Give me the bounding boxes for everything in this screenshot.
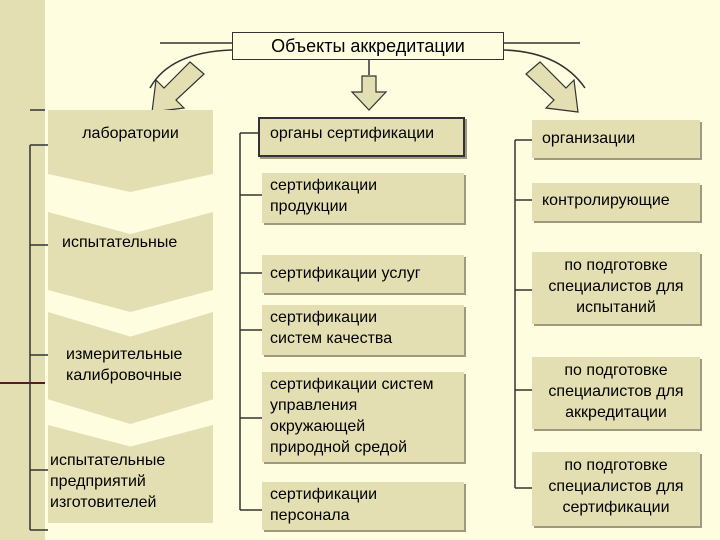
right-item: по подготовке специалистов для сертифика… <box>532 452 700 526</box>
middle-item: сертификации систем качества <box>262 305 464 355</box>
middle-item-line: систем качества <box>270 330 393 347</box>
middle-item: сертификации услуг <box>262 255 464 293</box>
middle-item-line: сертификации <box>270 309 378 326</box>
right-item-line: специалистов для <box>548 478 684 495</box>
left-decorative-bar <box>0 0 45 540</box>
right-header: организации <box>532 120 700 158</box>
right-item-line: испытаний <box>576 299 656 316</box>
arrow-down-icon <box>350 75 388 111</box>
right-item: контролирующие <box>532 183 700 221</box>
diagram-title: Объекты аккредитации <box>232 32 504 60</box>
arrow-right-icon <box>525 61 579 113</box>
middle-item: сертификации персонала <box>262 482 464 530</box>
left-item-testing-label: испытательные <box>62 234 178 251</box>
middle-item-line: управления <box>270 397 358 414</box>
right-item-line: специалистов для <box>548 383 684 400</box>
left-item-enterprise-line: испытательные <box>50 452 166 469</box>
right-item: по подготовке специалистов для испытаний <box>532 252 700 324</box>
left-item-measuring: измерительные калибровочные <box>48 312 213 424</box>
middle-item-line: сертификации <box>270 486 378 503</box>
left-item-measuring-line: калибровочные <box>66 367 182 384</box>
right-item-line: контролирующие <box>542 192 670 209</box>
middle-header: органы сертификации <box>258 117 465 157</box>
right-item-line: сертификации <box>562 499 670 516</box>
right-item-line: по подготовке <box>564 257 668 274</box>
left-item-labs: лаборатории <box>48 110 213 192</box>
middle-item-line: продукции <box>270 198 348 215</box>
arrows <box>151 61 579 113</box>
right-item: по подготовке специалистов для аккредита… <box>532 357 700 429</box>
right-item-line: по подготовке <box>564 362 668 379</box>
middle-item-line: сертификации услуг <box>270 265 421 282</box>
middle-item-line: природной средой <box>270 439 408 456</box>
left-item-enterprise-line: предприятий <box>50 473 146 490</box>
left-item-labs-label: лаборатории <box>82 125 179 142</box>
left-item-measuring-line: измерительные <box>66 346 183 363</box>
arrow-left-icon <box>151 61 205 113</box>
middle-item: сертификации продукции <box>262 173 464 223</box>
middle-item: сертификации систем управления окружающе… <box>262 372 464 462</box>
middle-item-line: персонала <box>270 507 350 524</box>
middle-item-line: окружающей <box>270 418 366 435</box>
right-item-line: по подготовке <box>564 457 668 474</box>
middle-item-line: сертификации <box>270 177 378 194</box>
middle-item-line: сертификации систем <box>270 376 434 393</box>
right-item-line: аккредитации <box>565 404 667 421</box>
left-item-enterprise-line: изготовителей <box>50 494 157 511</box>
left-accent-line <box>0 382 45 384</box>
right-item-line: специалистов для <box>548 278 684 295</box>
